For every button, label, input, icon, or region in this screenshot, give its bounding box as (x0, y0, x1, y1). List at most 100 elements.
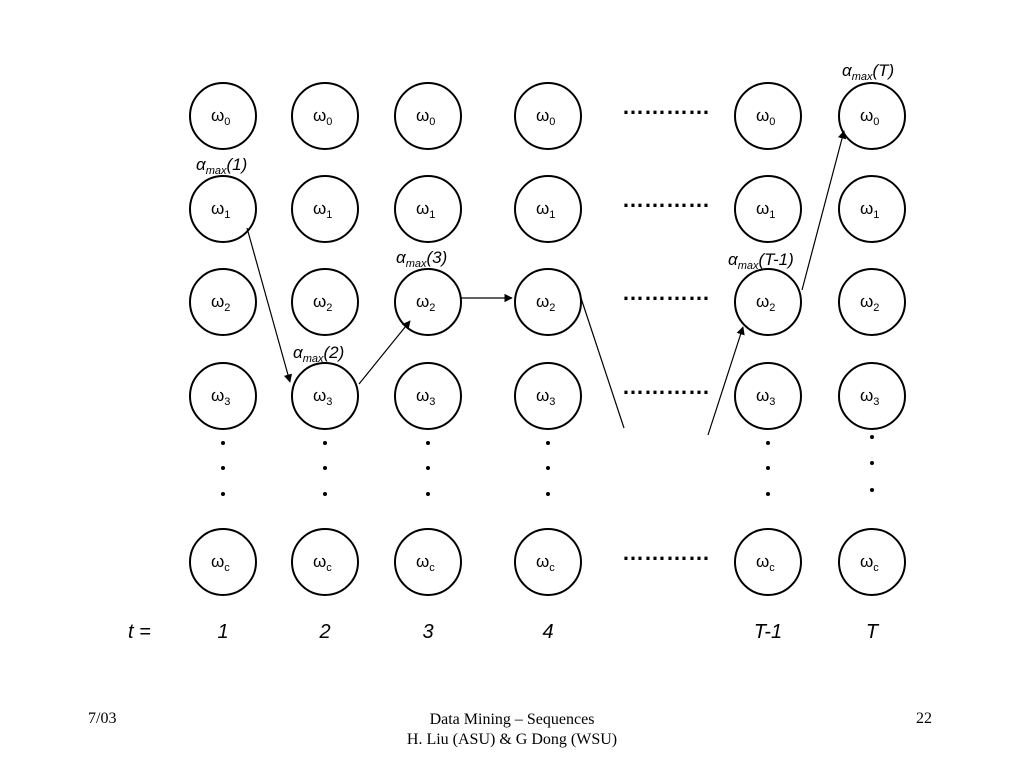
state-nodes: ω0 ω1 ω2 ω3 ωc ω0 ω1 ω2 ω3 ωc ω0 ω1 ω2 ω3 ωc ω0 ω1 ω2 ω3 ωc… (189, 82, 906, 596)
state-node-label: ω3 (313, 386, 332, 408)
state-node-2-tT-1: ω2 (734, 268, 802, 336)
state-node-circle (838, 528, 906, 596)
path-arrow-2-3 (358, 320, 411, 385)
state-node-0-t2: ω0 (291, 82, 359, 150)
state-node-label: ω3 (536, 386, 555, 408)
state-node-label: ω0 (860, 106, 879, 128)
best-path (246, 130, 847, 436)
time-step-label-T-1: T-1 (754, 621, 782, 643)
state-node-c-t1: ωc (189, 528, 257, 596)
vertical-ellipsis-dot (870, 461, 874, 465)
state-node-circle (734, 362, 802, 430)
vertical-ellipsis-dot (766, 441, 770, 445)
state-node-label: ω2 (860, 292, 879, 314)
state-node-circle (514, 362, 582, 430)
state-node-circle (514, 175, 582, 243)
state-node-c-tT-1: ωc (734, 528, 802, 596)
vertical-ellipsis-dot (870, 435, 874, 439)
vertical-ellipsis-dot (221, 441, 225, 445)
state-node-2-t4: ω2 (514, 268, 582, 336)
state-node-circle (734, 175, 802, 243)
state-node-label: ωc (536, 552, 555, 574)
state-node-circle (394, 268, 462, 336)
alpha-max-label-1: αmax(1) (196, 155, 247, 177)
state-node-label: ω2 (416, 292, 435, 314)
alpha-max-label-t-1: αmax(T-1) (728, 250, 794, 272)
state-node-label: ωc (416, 552, 435, 574)
state-node-label: ω0 (536, 106, 555, 128)
state-node-c-tT: ωc (838, 528, 906, 596)
state-node-label: ω3 (756, 386, 775, 408)
vertical-ellipsis-dot (870, 488, 874, 492)
vertical-ellipsis-group (221, 435, 874, 496)
alpha-max-label-2: αmax(2) (293, 343, 344, 365)
vertical-ellipsis-dot (426, 492, 430, 496)
horizontal-ellipsis: ………… (622, 540, 710, 565)
state-node-circle (291, 362, 359, 430)
state-node-circle (514, 82, 582, 150)
state-node-1-tT: ω1 (838, 175, 906, 243)
state-node-label: ωc (211, 552, 230, 574)
state-node-label: ω1 (860, 199, 879, 221)
state-node-label: ω2 (211, 292, 230, 314)
path-arrow-1-2 (246, 227, 293, 383)
state-node-circle (189, 82, 257, 150)
state-node-label: ωc (756, 552, 775, 574)
time-step-label-4: 4 (542, 621, 553, 643)
state-node-circle (394, 362, 462, 430)
vertical-ellipsis-dot (323, 441, 327, 445)
state-node-0-t4: ω0 (514, 82, 582, 150)
footer-title: Data Mining – Sequences H. Liu (ASU) & G… (0, 710, 1024, 750)
vertical-ellipsis-dot (766, 492, 770, 496)
state-node-3-t1: ω3 (189, 362, 257, 430)
alpha-max-label-3: αmax(3) (396, 248, 447, 270)
vertical-ellipsis-dot (323, 492, 327, 496)
state-node-2-t2: ω2 (291, 268, 359, 336)
state-node-0-tT-1: ω0 (734, 82, 802, 150)
state-node-c-t4: ωc (514, 528, 582, 596)
state-node-label: ωc (313, 552, 332, 574)
vertical-ellipsis-dot (546, 492, 550, 496)
horizontal-ellipsis: ………… (622, 94, 710, 119)
path-arrow-T-1-T (801, 130, 847, 291)
state-node-label: ω1 (756, 199, 775, 221)
state-node-label: ω1 (313, 199, 332, 221)
state-node-label: ω0 (211, 106, 230, 128)
state-node-0-t3: ω0 (394, 82, 462, 150)
state-node-circle (189, 175, 257, 243)
state-node-label: ω2 (313, 292, 332, 314)
state-node-label: ω0 (756, 106, 775, 128)
alpha-max-label-t: αmax(T) (842, 61, 894, 83)
time-step-label-T: T (866, 621, 880, 643)
vertical-ellipsis-dot (546, 441, 550, 445)
state-node-0-t1: ω0 (189, 82, 257, 150)
state-node-c-t2: ωc (291, 528, 359, 596)
vertical-ellipsis-dot (426, 466, 430, 470)
state-node-label: ω1 (211, 199, 230, 221)
state-node-circle (291, 268, 359, 336)
state-node-label: ω0 (313, 106, 332, 128)
t-equals-label: t = (128, 621, 151, 643)
state-node-1-t1: ω1 (189, 175, 257, 243)
state-node-circle (838, 362, 906, 430)
time-step-label-1: 1 (217, 621, 228, 643)
footer-title-line-1: Data Mining – Sequences (429, 711, 595, 728)
time-step-label-2: 2 (318, 621, 330, 643)
state-node-1-t3: ω1 (394, 175, 462, 243)
state-node-label: ω3 (416, 386, 435, 408)
vertical-ellipsis-dot (221, 492, 225, 496)
path-arrow-in-T-1 (707, 326, 745, 436)
state-node-circle (734, 268, 802, 336)
state-node-circle (394, 82, 462, 150)
state-node-3-t4: ω3 (514, 362, 582, 430)
state-node-3-tT: ω3 (838, 362, 906, 430)
state-node-c-t3: ωc (394, 528, 462, 596)
state-node-circle (394, 175, 462, 243)
vertical-ellipsis-dot (426, 441, 430, 445)
horizontal-ellipsis: ………… (622, 280, 710, 305)
state-node-circle (291, 528, 359, 596)
state-node-2-t1: ω2 (189, 268, 257, 336)
state-node-3-tT-1: ω3 (734, 362, 802, 430)
